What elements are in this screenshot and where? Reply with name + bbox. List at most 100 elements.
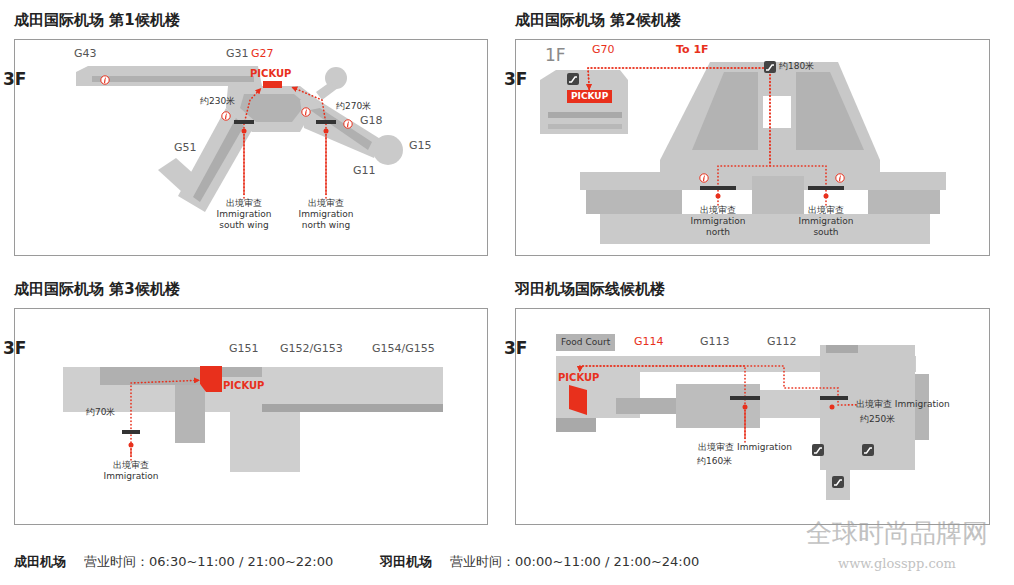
immigration-gate xyxy=(122,430,140,434)
gate-label: G113 xyxy=(700,336,730,349)
terminal-title: 成田国际机场 第2候机楼 xyxy=(515,10,988,30)
pickup-area xyxy=(569,385,587,415)
walking-route xyxy=(580,366,856,405)
immigration-label: 出境审查 Immigration south xyxy=(793,205,859,238)
walking-route xyxy=(588,68,770,205)
gate-label: G51 xyxy=(174,142,197,155)
immigration-gate xyxy=(700,186,736,190)
location-dot xyxy=(824,194,829,199)
gate-label: G151 xyxy=(229,343,259,356)
immigration-gate xyxy=(730,396,760,400)
hall-block xyxy=(868,190,940,214)
distance-label: 约230米 xyxy=(200,96,235,107)
terminal-panel: 成田国际机场 第2候机楼3FPICKUP出境审查 Immigration nor… xyxy=(515,39,990,256)
gate-label: G18 xyxy=(360,115,383,128)
watermark: 全球时尚品牌网 xyxy=(806,519,988,549)
concourse-inner xyxy=(92,76,254,82)
escalator-icon xyxy=(764,61,776,73)
walking-route xyxy=(580,366,745,442)
location-dot xyxy=(129,443,134,448)
hall-block xyxy=(556,418,596,432)
hall-block xyxy=(616,398,676,414)
escalator-icon xyxy=(832,476,844,488)
terminal-wedge-inner xyxy=(796,72,864,150)
footer-heading: 羽田机场 xyxy=(380,555,432,570)
gate-label: G27 xyxy=(251,48,274,61)
pickup-text: PICKUP xyxy=(223,380,264,392)
building-strip xyxy=(548,124,622,129)
pickup-text: PICKUP xyxy=(558,372,599,384)
immigration-label: 出境审查 Immigration north xyxy=(685,205,751,238)
escalator-icon xyxy=(812,444,824,456)
immigration-text: 出境审查 Immigration north xyxy=(685,205,751,238)
walking-route xyxy=(588,68,826,205)
ground-floor-building xyxy=(540,70,628,134)
info-icon xyxy=(700,174,708,182)
terminal-panel: 羽田机场国际线候机楼3FFood CourtPICKUP出境审查 Immigra… xyxy=(515,308,990,525)
walking-route xyxy=(131,380,200,460)
terminal-title: 羽田机场国际线候机楼 xyxy=(515,279,988,299)
info-icon xyxy=(101,76,109,84)
terminal-wedge-inner xyxy=(692,72,758,150)
info-icon xyxy=(836,174,844,182)
pickup-marker xyxy=(200,366,222,392)
south-pier-inner xyxy=(193,118,244,202)
immigration-text: 出境审查 Immigration xyxy=(698,442,792,453)
immigration-gate xyxy=(234,120,254,124)
leader-line xyxy=(325,134,326,195)
immigration-gate xyxy=(316,120,336,124)
area-name: Food Court xyxy=(561,337,610,348)
location-dot xyxy=(324,129,329,134)
footer-heading: 成田机场 xyxy=(14,555,66,570)
gate-label: G15 xyxy=(409,140,432,153)
distance-label: 约270米 xyxy=(336,101,371,112)
opening-hours: 营业时间：06:30~11:00 / 21:00~22:00 xyxy=(84,555,333,570)
atrium xyxy=(763,96,791,128)
distance-label: 约250米 xyxy=(860,414,895,425)
leader-line xyxy=(130,448,131,457)
concourse xyxy=(76,66,262,86)
immigration-text: 出境审查 Immigration south wing xyxy=(211,198,277,231)
building-strip xyxy=(548,112,622,118)
pier-end xyxy=(158,158,196,192)
location-dot xyxy=(716,194,721,199)
terminal-core-inner xyxy=(240,94,306,122)
leader-line xyxy=(744,410,745,439)
gate-label: G11 xyxy=(353,165,376,178)
north-pier xyxy=(300,100,382,158)
gate-label: G43 xyxy=(74,48,97,61)
pickup-point: PICKUP xyxy=(567,90,612,103)
hall-block xyxy=(676,384,760,428)
terminal-notch xyxy=(826,345,858,353)
immigration-text: 出境审查 Immigration xyxy=(98,460,164,482)
location-dot xyxy=(743,405,748,410)
escalator-icon xyxy=(567,73,579,85)
walking-route xyxy=(244,88,261,198)
escalator-icon xyxy=(862,444,874,456)
location-dot xyxy=(242,129,247,134)
pickup-marker xyxy=(263,81,282,88)
route-note: To 1F xyxy=(676,44,709,57)
gate-label: G112 xyxy=(767,336,797,349)
hall xyxy=(600,214,930,244)
pickup-text: PICKUP xyxy=(571,91,608,102)
distance-label: 约160米 xyxy=(697,456,732,467)
satellite-link xyxy=(316,82,338,100)
hall xyxy=(760,390,820,418)
terminal-title: 成田国际机场 第1候机楼 xyxy=(14,10,486,30)
walking-route xyxy=(291,87,326,198)
floor-label: 3F xyxy=(3,69,475,89)
location-dot xyxy=(830,405,835,410)
info-icon xyxy=(222,112,230,120)
watermark-url: www.glosspp.com xyxy=(838,557,956,572)
terminal-panel: 成田国际机场 第3候机楼3FPICKUP出境审查 Immigration xyxy=(14,308,488,525)
concourse xyxy=(63,367,443,412)
immigration-label: 出境审查 Immigration xyxy=(698,442,792,453)
opening-hours: 营业时间：00:00~11:00 / 21:00~24:00 xyxy=(450,555,699,570)
distance-label: 约180米 xyxy=(779,61,814,71)
pickup-area xyxy=(200,366,222,392)
immigration-label: 出境审查 Immigration xyxy=(856,399,950,410)
floor-label: 3F xyxy=(3,338,475,358)
immigration-text: 出境审查 Immigration north wing xyxy=(293,198,359,231)
